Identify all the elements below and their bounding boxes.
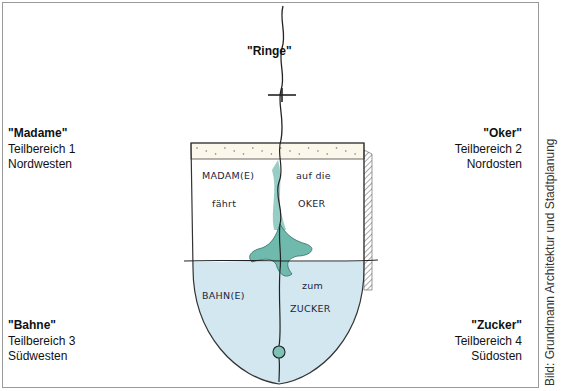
- band-dot: [224, 147, 226, 149]
- handwritten-note: MADAM(E): [202, 170, 254, 181]
- handwritten-note: ZUCKER: [290, 303, 331, 314]
- band-dot: [326, 153, 328, 155]
- band-dot: [289, 150, 291, 152]
- band-dot: [252, 147, 254, 149]
- band-dot: [308, 147, 310, 149]
- band-dot: [196, 147, 198, 149]
- shield-sketch: MADAM(E) fährt auf dieOKER BAHN(E) zumZUCKER: [188, 140, 372, 388]
- area-description: Teilbereich 1 Nordwesten: [8, 142, 98, 172]
- area-description: Teilbereich 2 Nordosten: [420, 142, 522, 172]
- area-name: "Madame": [8, 126, 128, 141]
- band-dot: [243, 153, 245, 155]
- area-name: "Ringe": [247, 44, 317, 59]
- river-band: [272, 160, 286, 230]
- area-description: Teilbereich 3 Südwesten: [8, 334, 98, 364]
- cross-line: [184, 260, 378, 261]
- handwritten-note: fährt: [212, 198, 236, 209]
- band-dot: [345, 150, 347, 152]
- area-description: Teilbereich 4 Südosten: [420, 334, 522, 364]
- hatched-strip: [364, 150, 372, 290]
- handwritten-note: auf die: [296, 170, 331, 181]
- handwritten-note: zum: [302, 280, 323, 291]
- band-dot: [299, 153, 301, 155]
- band-dot: [271, 153, 273, 155]
- handwritten-note: OKER: [298, 198, 326, 209]
- band-dot: [261, 150, 263, 152]
- handwritten-note: BAHN(E): [202, 290, 245, 301]
- band-dot: [336, 147, 338, 149]
- area-name: "Zucker": [400, 318, 522, 333]
- band-dot: [206, 150, 208, 152]
- image-credit: Bild: Grundmann Architektur und Stadtpla…: [543, 139, 557, 387]
- band-dot: [317, 150, 319, 152]
- band-dot: [233, 150, 235, 152]
- band-dot: [215, 153, 217, 155]
- tick-mark: [281, 88, 283, 102]
- area-name: "Bahne": [8, 318, 128, 333]
- ring-line: [280, 6, 284, 140]
- shield-border: [191, 143, 364, 384]
- band-dot: [354, 153, 356, 155]
- area-name: "Oker": [400, 126, 522, 141]
- top-band: [191, 143, 364, 159]
- circle-mark: [273, 346, 285, 358]
